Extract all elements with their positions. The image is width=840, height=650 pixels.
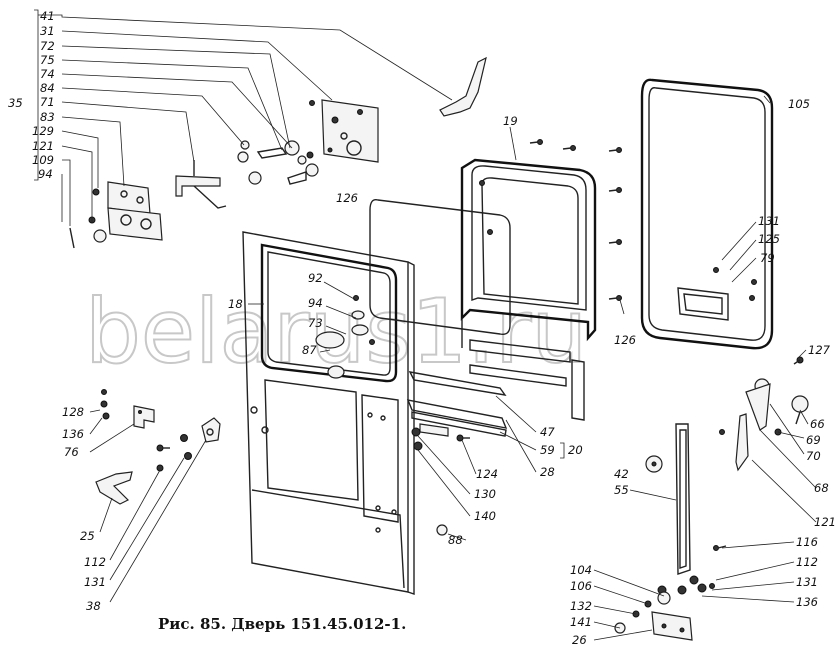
- door-latch-parts: [315, 295, 375, 379]
- label-59: 59: [540, 443, 555, 457]
- label-55: 55: [614, 483, 629, 497]
- label-116: 116: [796, 535, 818, 549]
- lower-right-parts: [614, 545, 727, 641]
- figure-caption: Рис. 85. Дверь 151.45.012-1.: [158, 615, 407, 633]
- hinge-bracket-76: [133, 405, 155, 429]
- label-42: 42: [614, 467, 629, 481]
- label-124: 124: [476, 467, 498, 481]
- frame-screws: [479, 139, 622, 301]
- label-105: 105: [788, 97, 810, 111]
- seal-part-105: [640, 78, 774, 350]
- striker-plate: [69, 181, 163, 249]
- bolt-latch: [175, 160, 227, 209]
- window-frame-part-19: [460, 158, 597, 421]
- label-47: 47: [540, 425, 555, 439]
- label-131-left: 131: [84, 575, 106, 589]
- label-74: 74: [40, 67, 55, 81]
- label-31: 31: [40, 24, 55, 38]
- lock-housing: [321, 99, 379, 163]
- gear-42: [645, 455, 663, 473]
- label-131-seal: 131: [758, 214, 780, 228]
- label-83: 83: [40, 110, 55, 124]
- label-121-upper: 121: [32, 139, 54, 153]
- label-72: 72: [40, 39, 55, 53]
- label-70: 70: [806, 449, 821, 463]
- left-screws: [100, 389, 192, 472]
- callout-labels: 41 31 72 75 74 84 35 71 83 129 121 109 9…: [8, 9, 836, 647]
- label-141: 141: [570, 615, 592, 629]
- label-94-door: 94: [308, 296, 323, 310]
- label-127: 127: [808, 343, 831, 357]
- label-28: 28: [540, 465, 555, 479]
- label-136-right: 136: [796, 595, 818, 609]
- glass-pane: [369, 199, 511, 335]
- label-136-left: 136: [62, 427, 84, 441]
- lever-assembly: [719, 356, 809, 472]
- door-stop-25: [95, 471, 133, 505]
- label-25: 25: [80, 529, 95, 543]
- label-18: 18: [228, 297, 243, 311]
- sash-bars-47-59: [406, 371, 508, 437]
- label-92: 92: [308, 271, 323, 285]
- label-35: 35: [8, 96, 23, 110]
- label-76: 76: [64, 445, 79, 459]
- label-129: 129: [32, 124, 54, 138]
- label-79: 79: [760, 251, 775, 265]
- door-handle: [439, 56, 487, 117]
- lower-center-parts: [411, 423, 470, 536]
- label-71: 71: [40, 95, 55, 109]
- label-130: 130: [474, 487, 496, 501]
- stop-bracket-38: [201, 417, 221, 443]
- label-109: 109: [32, 153, 54, 167]
- label-19: 19: [503, 114, 518, 128]
- label-112-right: 112: [796, 555, 818, 569]
- label-68: 68: [814, 481, 829, 495]
- label-121-lower: 121: [814, 515, 836, 529]
- leader-lines: [34, 9, 817, 641]
- label-88: 88: [448, 533, 463, 547]
- label-87: 87: [302, 343, 317, 357]
- label-94-upper: 94: [38, 167, 53, 181]
- label-75: 75: [40, 53, 55, 67]
- label-38: 38: [86, 599, 101, 613]
- label-112-left: 112: [84, 555, 106, 569]
- label-41: 41: [40, 9, 55, 23]
- lock-small-parts: [237, 100, 319, 185]
- label-128: 128: [62, 405, 84, 419]
- label-69: 69: [806, 433, 821, 447]
- label-131-right: 131: [796, 575, 818, 589]
- label-20: 20: [568, 443, 583, 457]
- chain-55: [675, 423, 691, 575]
- label-26: 26: [572, 633, 587, 647]
- label-126-lower: 126: [614, 333, 636, 347]
- label-106: 106: [570, 579, 592, 593]
- label-73: 73: [308, 316, 323, 330]
- label-140: 140: [474, 509, 496, 523]
- label-125: 125: [758, 232, 780, 246]
- label-132: 132: [570, 599, 592, 613]
- label-126-upper: 126: [336, 191, 358, 205]
- label-84: 84: [40, 81, 55, 95]
- label-66: 66: [810, 417, 825, 431]
- label-104: 104: [570, 563, 592, 577]
